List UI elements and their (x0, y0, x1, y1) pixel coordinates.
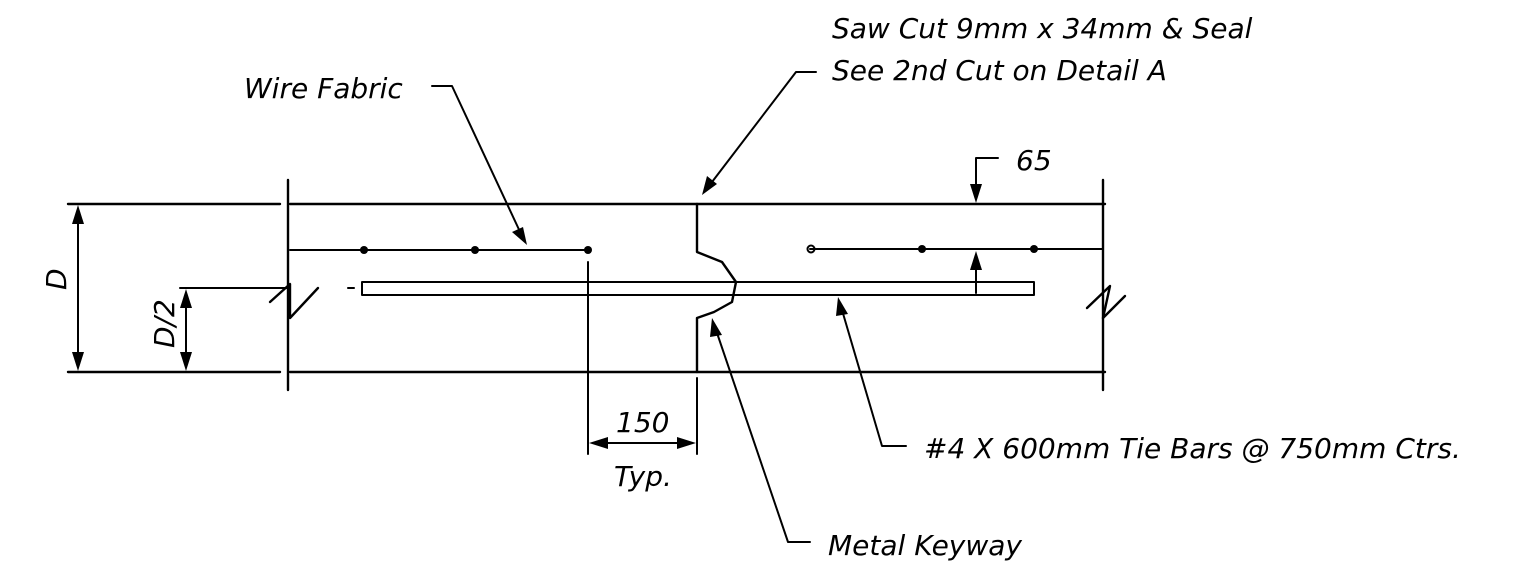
keyway-leader (715, 329, 811, 543)
spacing-dimension (587, 261, 698, 455)
left-break-symbol (268, 282, 320, 320)
joint-keyway-profile (695, 202, 738, 374)
leaders (431, 71, 907, 543)
top-cover-dimension (970, 157, 999, 294)
wire-dot (360, 246, 368, 254)
wire-fabric-label: Wire Fabric (244, 72, 403, 105)
wire-dot (918, 245, 926, 253)
depth-label: D (40, 268, 73, 290)
tie-bar (361, 281, 1035, 296)
saw-cut-leader (711, 71, 817, 183)
saw-cut-label-line2: See 2nd Cut on Detail A (832, 54, 1167, 87)
wire-fabric-leader (431, 85, 523, 237)
spacing-note-label: Typ. (614, 460, 672, 493)
keyway-label: Metal Keyway (828, 529, 1022, 562)
half-depth-dimension (179, 287, 291, 371)
slab-outline (66, 178, 1107, 392)
saw-cut-label-line1: Saw Cut 9mm x 34mm & Seal (832, 12, 1253, 45)
wire-fabric (289, 244, 1104, 254)
wire-dot (584, 246, 592, 254)
tie-bars-label: #4 X 600mm Tie Bars @ 750mm Ctrs. (924, 432, 1461, 465)
spacing-label: 150 (616, 406, 669, 439)
top-cover-label: 65 (1016, 144, 1052, 177)
wire-dot-open (806, 244, 816, 254)
wire-dot (471, 246, 479, 254)
depth-dimension (72, 205, 84, 371)
wire-dot (1030, 245, 1038, 253)
right-break-symbol (1085, 284, 1127, 320)
tie-bar-leader (841, 309, 907, 447)
half-depth-label: D/2 (148, 299, 181, 348)
